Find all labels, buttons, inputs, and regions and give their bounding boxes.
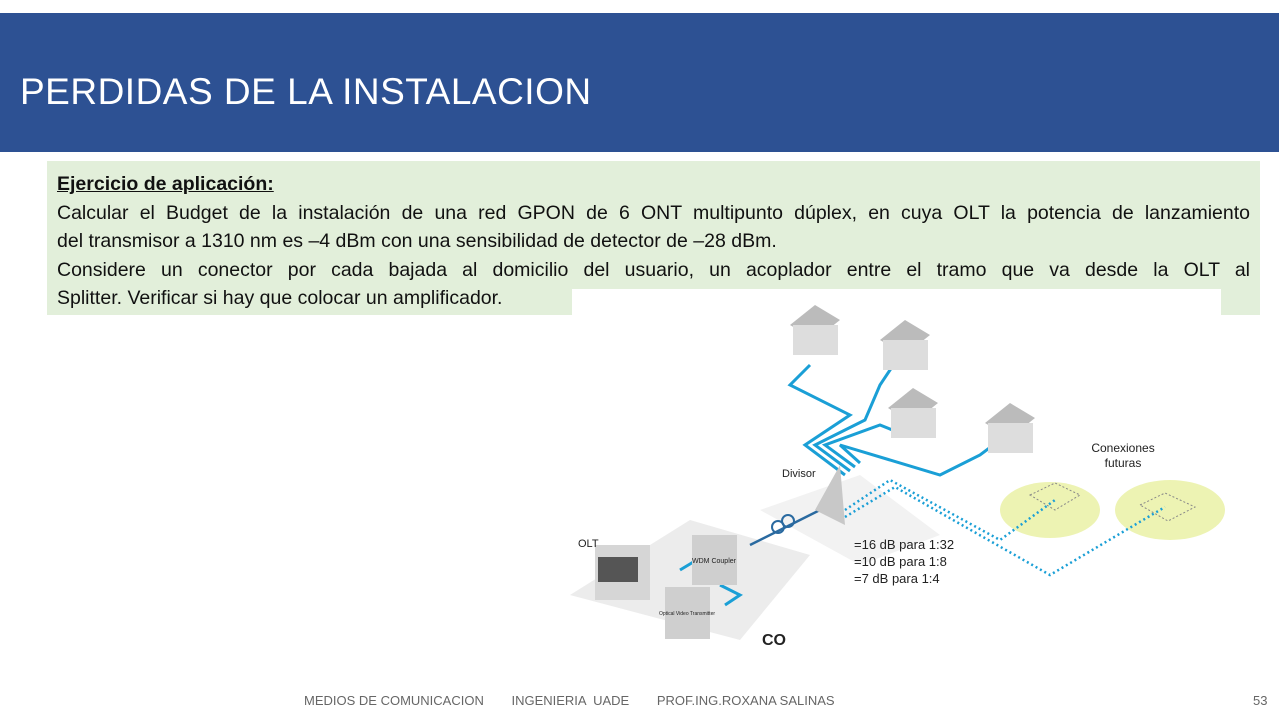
page-title: PERDIDAS DE LA INSTALACION <box>20 71 592 112</box>
fiber <box>719 583 743 607</box>
exercise-line: Considere un conector por cada bajada al… <box>57 258 1250 281</box>
fiber-coil-icon <box>771 520 785 534</box>
loss-label: =10 dB para 1:8 <box>854 554 947 569</box>
exercise-line: Splitter. Verificar si hay que colocar u… <box>57 287 503 309</box>
future-glow <box>1000 482 1100 538</box>
future-fibers <box>844 478 1166 577</box>
optical-video-transmitter-icon: Optical Video Transmitter <box>659 587 715 639</box>
exercise-text: Ejercicio de aplicación: Calcular el Bud… <box>57 170 1250 313</box>
house-icon <box>880 320 930 370</box>
gpon-network-diagram: WDM Coupler Optical Video Transmitter OL… <box>570 305 1225 649</box>
title-banner: PERDIDAS DE LA INSTALACION <box>0 13 1279 152</box>
footer-school: INGENIERIA UADE <box>511 693 630 708</box>
co-floor <box>570 520 810 640</box>
ovt-label: Optical Video Transmitter <box>659 611 715 617</box>
olt-label: OLT <box>578 538 599 550</box>
fiber <box>838 438 1001 477</box>
loss-label: =7 dB para 1:4 <box>854 571 940 586</box>
future-label-1: Conexiones <box>1091 441 1154 455</box>
splitter-floor <box>760 475 940 565</box>
future-glow <box>1115 480 1225 540</box>
future-lot <box>1138 492 1197 522</box>
fiber-dotted <box>844 478 1056 542</box>
fiber <box>812 354 902 473</box>
house-icon <box>888 388 938 438</box>
loss-label: =16 dB para 1:32 <box>854 537 954 552</box>
exercise-heading: Ejercicio de aplicación: <box>57 173 274 195</box>
page-number: 53 <box>1253 693 1268 708</box>
house-icons <box>790 305 1035 453</box>
future-label-2: futuras <box>1105 456 1142 470</box>
exercise-line: del transmisor a 1310 nm es –4 dBm con u… <box>57 230 777 252</box>
wdm-label: WDM Coupler <box>692 558 737 565</box>
fiber <box>787 363 853 477</box>
exercise-line: Calcular el Budget de la instalación de … <box>57 201 1250 224</box>
splitter-icon <box>815 465 845 525</box>
footer-course: MEDIOS DE COMUNICACION <box>304 693 484 708</box>
co-label: CO <box>762 632 786 649</box>
fiber-coil-icon <box>781 514 795 528</box>
olt-icon <box>595 545 650 600</box>
house-icon <box>985 403 1035 453</box>
divisor-label: Divisor <box>782 468 816 480</box>
house-icon <box>790 305 840 355</box>
footer: MEDIOS DE COMUNICACION INGENIERIA UADE P… <box>304 693 859 708</box>
wdm-coupler-icon: WDM Coupler <box>692 535 737 585</box>
footer-professor: PROF.ING.ROXANA SALINAS <box>656 693 835 708</box>
feeder-fiber <box>749 503 831 547</box>
box-notch <box>572 289 1221 316</box>
